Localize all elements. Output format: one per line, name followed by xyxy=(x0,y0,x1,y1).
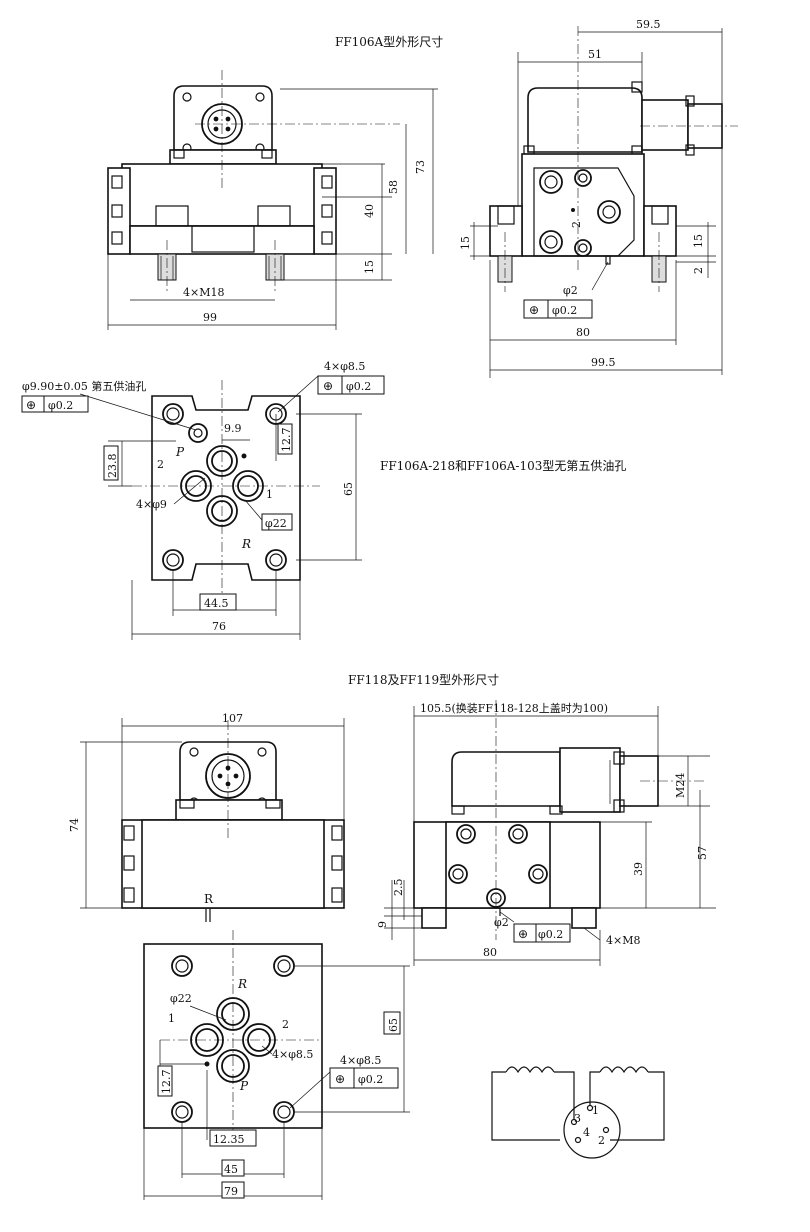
port-2-label: 2 xyxy=(157,458,164,471)
dim-59-5: 59.5 xyxy=(636,18,661,31)
dim-51: 51 xyxy=(588,48,602,61)
dim-2-5: 2.5 xyxy=(392,879,405,897)
dim-45: 45 xyxy=(224,1163,238,1176)
port-r-front: R xyxy=(204,892,214,906)
dim-15-right: 15 xyxy=(692,234,705,248)
ff106-side-view: 59.5 51 15 15 2 2 φ2 ⊕ φ0.2 80 99.5 xyxy=(459,18,738,378)
dim-2-small: 2 xyxy=(692,267,705,274)
pin-1: 1 xyxy=(592,1104,599,1117)
port-1-label: 1 xyxy=(266,488,273,501)
title-ff106: FF106A型外形尺寸 xyxy=(335,35,443,49)
holes-tol-value-plan: φ0.2 xyxy=(358,1073,383,1086)
holes-tol-symbol-plan: ⊕ xyxy=(335,1072,345,1086)
holes-label: 4×φ8.5 xyxy=(324,360,365,373)
dim-44-5: 44.5 xyxy=(204,597,229,610)
dim-99-5: 99.5 xyxy=(591,356,616,369)
tol-phi2: φ2 xyxy=(494,916,509,929)
fifth-port-label: φ9.90±0.05 第五供油孔 xyxy=(22,379,146,393)
port-circle-label: φ22 xyxy=(265,517,287,530)
dim-15: 15 xyxy=(363,260,376,274)
port-holes-label: 4×φ9 xyxy=(136,498,167,511)
position-tol-symbol: ⊕ xyxy=(529,303,539,317)
fifth-tol-symbol: ⊕ xyxy=(26,398,36,412)
ff106-plan-view: φ9.90±0.05 第五供油孔 ⊕ φ0.2 4×φ8.5 ⊕ φ0.2 9.… xyxy=(21,360,385,640)
holes-label-plan: 4×φ8.5 xyxy=(340,1054,381,1067)
dim-58: 58 xyxy=(387,180,400,194)
port-holes-plan: 4×φ8.5 xyxy=(272,1048,313,1061)
dim-12-7: 12.7 xyxy=(280,428,293,453)
dim-23-8: 23.8 xyxy=(106,454,119,479)
tol-value: φ0.2 xyxy=(538,928,563,941)
dim-80-ff118: 80 xyxy=(483,946,497,959)
dim-105-5: 105.5(换装FF118-128上盖时为100) xyxy=(420,701,608,715)
ff118-side-view: 105.5(换装FF118-128上盖时为100) M24 57 39 2.5 … xyxy=(376,700,716,966)
wiring-diagram: 3 1 4 2 xyxy=(491,1066,665,1159)
tol-diam-phi2: φ2 xyxy=(563,284,578,297)
dim-12-7-plan: 12.7 xyxy=(160,1070,173,1095)
port-r-label: R xyxy=(241,537,251,551)
dim-2-vertical: 2 xyxy=(570,221,583,228)
title-ff118: FF118及FF119型外形尺寸 xyxy=(348,673,499,687)
port-circle-plan: φ22 xyxy=(170,992,192,1005)
ff118-front-view: R 107 74 xyxy=(68,712,345,922)
dim-76: 76 xyxy=(212,620,226,633)
dim-9: 9 xyxy=(376,921,389,928)
pin-2: 2 xyxy=(598,1134,605,1147)
port-2-plan: 2 xyxy=(282,1018,289,1031)
port-p-label: P xyxy=(175,445,185,459)
thread-4xm8: 4×M8 xyxy=(606,934,640,947)
thread-4xm18: 4×M18 xyxy=(183,286,224,299)
tol-value: φ0.2 xyxy=(552,304,577,317)
dim-79: 79 xyxy=(224,1185,238,1198)
dim-65-plan: 65 xyxy=(387,1018,400,1032)
dim-99: 99 xyxy=(203,311,217,324)
dim-74: 74 xyxy=(68,818,81,832)
dim-65: 65 xyxy=(342,482,355,496)
dim-12-35: 12.35 xyxy=(213,1133,245,1146)
ff106-front-view: 40 58 73 15 4×M18 99 xyxy=(107,70,438,330)
fifth-tol-value: φ0.2 xyxy=(48,399,73,412)
dim-57: 57 xyxy=(696,846,709,860)
holes-tol-symbol: ⊕ xyxy=(323,379,333,393)
dim-m24: M24 xyxy=(674,773,687,798)
port-p-plan: P xyxy=(239,1079,249,1093)
dim-9-9: 9.9 xyxy=(224,422,242,435)
dim-40: 40 xyxy=(363,204,376,218)
port-r-plan: R xyxy=(237,977,247,991)
tol-symbol: ⊕ xyxy=(518,927,528,941)
ff118-plan-view: R φ22 1 2 4×φ8.5 P 12.7 65 4×φ8.5 ⊕ φ0.2… xyxy=(143,930,410,1200)
dim-107: 107 xyxy=(222,712,243,725)
dim-15-left: 15 xyxy=(459,236,472,250)
pin-4: 4 xyxy=(583,1126,590,1139)
dim-73: 73 xyxy=(414,160,427,174)
pin-3: 3 xyxy=(574,1112,581,1125)
note-no-fifth-port: FF106A-218和FF106A-103型无第五供油孔 xyxy=(380,459,626,473)
port-1-plan: 1 xyxy=(168,1012,175,1025)
dim-39: 39 xyxy=(632,862,645,876)
holes-tol-value: φ0.2 xyxy=(346,380,371,393)
dim-80: 80 xyxy=(576,326,590,339)
